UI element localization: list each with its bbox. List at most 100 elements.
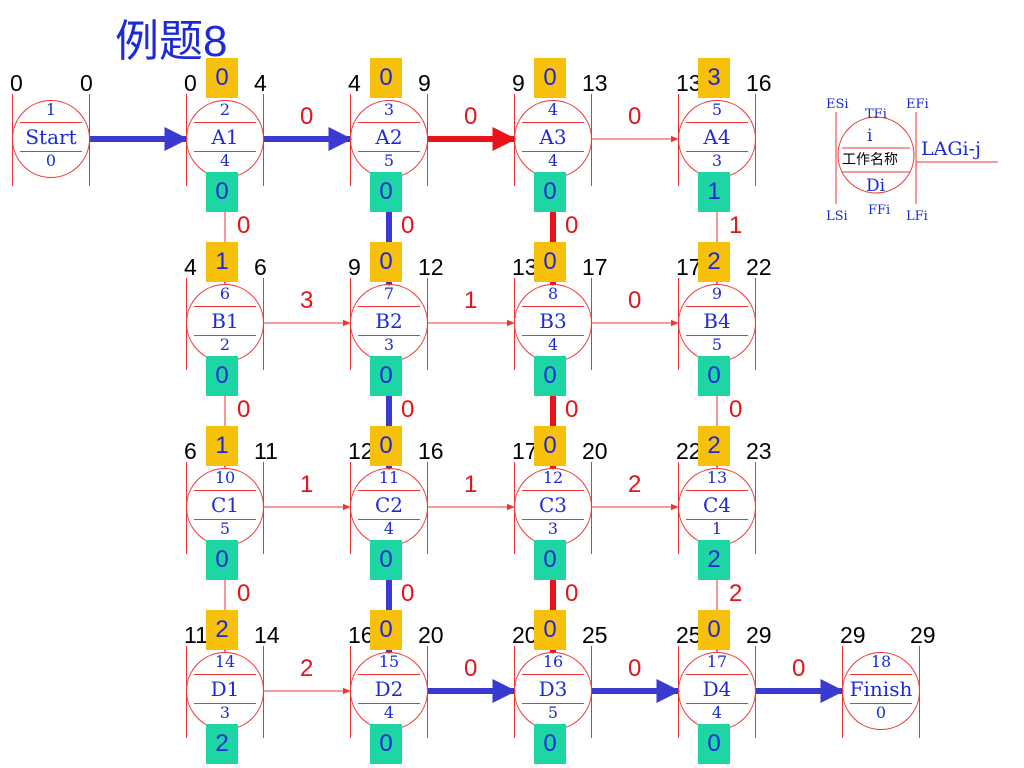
node-ef-value: 16 bbox=[418, 438, 444, 464]
node-ef-value: 25 bbox=[582, 622, 608, 648]
node-id: 7 bbox=[383, 284, 395, 303]
lag-label: 0 bbox=[792, 655, 806, 682]
legend-name: 工作名称 bbox=[842, 152, 898, 168]
node-name: C3 bbox=[538, 493, 568, 517]
legend-lag: LAGi-j bbox=[921, 138, 981, 160]
node-id: 9 bbox=[711, 284, 723, 303]
node-top-divider bbox=[522, 306, 584, 307]
node-ff-box: 0 bbox=[370, 172, 402, 212]
node-right-divider bbox=[427, 646, 428, 738]
node-id: 1 bbox=[45, 100, 57, 119]
node-id: 16 bbox=[542, 652, 564, 671]
node-id: 17 bbox=[706, 652, 728, 671]
node-duration: 4 bbox=[219, 151, 231, 170]
node-name: D3 bbox=[538, 677, 568, 701]
node-ef-value: 23 bbox=[746, 438, 772, 464]
node-duration: 3 bbox=[547, 519, 559, 538]
node-duration: 5 bbox=[547, 703, 559, 722]
node-left-divider bbox=[186, 278, 187, 370]
node-duration: 0 bbox=[45, 151, 57, 170]
node-tf-box: 0 bbox=[698, 610, 730, 650]
node-id: 13 bbox=[706, 468, 728, 487]
node-es-value: 4 bbox=[348, 70, 361, 96]
lag-label: 0 bbox=[237, 580, 251, 607]
node-bottom-divider bbox=[358, 151, 420, 152]
node-right-divider bbox=[755, 94, 756, 186]
node-id: 4 bbox=[547, 100, 559, 119]
node-tf-box: 0 bbox=[370, 610, 402, 650]
node-duration: 3 bbox=[383, 335, 395, 354]
node-top-divider bbox=[194, 490, 256, 491]
lag-label: 0 bbox=[565, 580, 579, 607]
node-name: D1 bbox=[210, 677, 240, 701]
node-left-divider bbox=[350, 646, 351, 738]
node-ff-box: 0 bbox=[534, 172, 566, 212]
node-es-value: 29 bbox=[840, 622, 866, 648]
node-tf-box: 0 bbox=[534, 610, 566, 650]
lag-label: 0 bbox=[464, 103, 478, 130]
node-tf-box: 1 bbox=[206, 426, 238, 466]
lag-label: 0 bbox=[628, 287, 642, 314]
node-ff-box: 0 bbox=[206, 172, 238, 212]
node-right-divider bbox=[591, 278, 592, 370]
node-id: 14 bbox=[214, 652, 236, 671]
lag-label: 0 bbox=[628, 103, 642, 130]
node-ff-box: 0 bbox=[370, 540, 402, 580]
node-es-value: 22 bbox=[676, 438, 702, 464]
node-id: 8 bbox=[547, 284, 559, 303]
node-name: A3 bbox=[539, 125, 567, 149]
lag-label: 0 bbox=[565, 212, 579, 239]
node-name: C1 bbox=[210, 493, 240, 517]
node-ef-value: 11 bbox=[254, 438, 278, 464]
lag-label: 0 bbox=[729, 396, 743, 423]
node-ef-value: 13 bbox=[582, 70, 608, 96]
node-bottom-divider bbox=[522, 703, 584, 704]
node-es-value: 16 bbox=[348, 622, 374, 648]
node-tf-box: 2 bbox=[206, 610, 238, 650]
node-ff-box: 0 bbox=[206, 540, 238, 580]
lag-label: 0 bbox=[401, 580, 415, 607]
node-top-divider bbox=[194, 122, 256, 123]
node-top-divider bbox=[522, 122, 584, 123]
node-left-divider bbox=[678, 462, 679, 554]
node-tf-box: 2 bbox=[698, 242, 730, 282]
node-es-value: 0 bbox=[184, 70, 197, 96]
node-duration: 4 bbox=[547, 151, 559, 170]
page-title: 例题8 bbox=[115, 17, 228, 66]
node-duration: 3 bbox=[711, 151, 723, 170]
node-right-divider bbox=[755, 278, 756, 370]
node-ff-box: 0 bbox=[206, 356, 238, 396]
node-es-value: 17 bbox=[676, 254, 702, 280]
node-name: Start bbox=[25, 125, 77, 149]
node-es-value: 20 bbox=[512, 622, 538, 648]
node-ff-box: 0 bbox=[534, 356, 566, 396]
node-tf-box: 0 bbox=[370, 426, 402, 466]
node-name: B1 bbox=[211, 309, 239, 333]
lag-label: 0 bbox=[628, 655, 642, 682]
node-bottom-divider bbox=[522, 519, 584, 520]
node-es-value: 9 bbox=[348, 254, 361, 280]
legend-frame bbox=[835, 112, 998, 204]
legend-ls: LSi bbox=[826, 209, 848, 224]
node-top-divider bbox=[686, 674, 748, 675]
node-ff-box: 0 bbox=[698, 724, 730, 764]
node-id: 10 bbox=[214, 468, 236, 487]
